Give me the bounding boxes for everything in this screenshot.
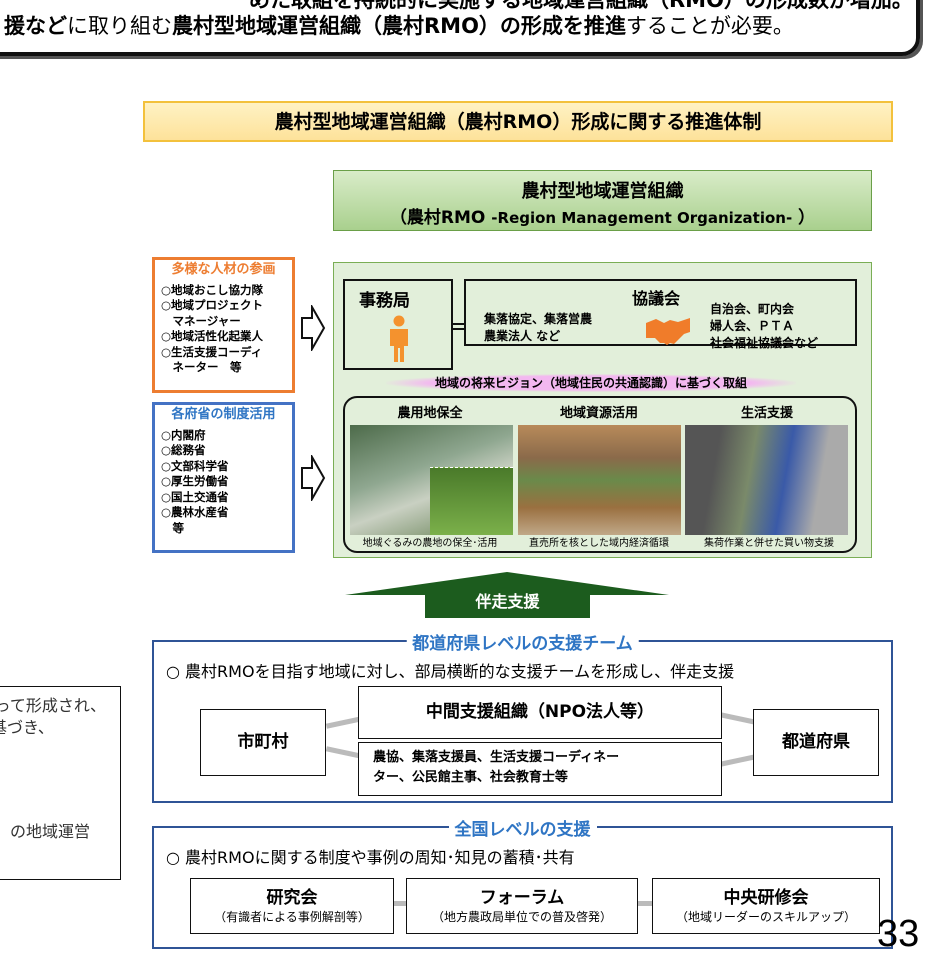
link-equals: [453, 323, 465, 330]
list-item: ○生活支援コーディ: [161, 344, 263, 359]
list-item: ○地域おこし協力隊: [161, 282, 264, 297]
ministries-box: 各府省の制度活用 ○内閣府 ○総務省 ○文部科学省 ○厚生労働省 ○国土交通省 …: [152, 402, 295, 553]
list-item: マネージャー: [161, 313, 241, 328]
council-label: 協議会: [632, 289, 681, 308]
list-item: 等: [161, 520, 184, 535]
terraced-fields-photo: [350, 425, 513, 535]
vision-banner: 地域の将来ビジョン（地域住民の共通認識）に基づく取組: [386, 374, 796, 392]
national-support-desc: ○ 農村RMOに関する制度や事例の周知･知見の蓄積･共有: [166, 848, 575, 867]
activity-title: 地域資源活用: [559, 406, 638, 421]
delivery-support-photo: [685, 425, 848, 535]
activity-caption: 直売所を核とした域内経済循環: [529, 538, 669, 549]
national-support-title: 全国レベルの支援: [448, 815, 597, 840]
field-work-photo: [430, 467, 513, 535]
farm-stand-photo: [518, 425, 681, 535]
list-item: ネーター 等: [161, 360, 242, 374]
talent-box: 多様な人材の参画 ○地域おこし協力隊 ○地域プロジェクト マネージャー ○地域活…: [152, 257, 295, 393]
activities-box: 農用地保全 地域資源活用 生活支援 地域ぐるみの農地の保全･活用 直売所を核とし…: [343, 396, 857, 553]
office-label: 事務局: [359, 291, 410, 311]
central-training-box: 中央研修会（地域リーダーのスキルアップ）: [652, 878, 880, 934]
rmo-subtitle: （農村RMO -Region Management Organization- …: [389, 208, 816, 228]
page-title: 農村型地域運営組織（農村RMO）形成に関する推進体制: [143, 101, 893, 142]
prefecture-support-title: 都道府県レベルの支援チーム: [406, 629, 639, 654]
list-item: ○国土交通省: [161, 489, 229, 504]
handshake-icon: [646, 318, 690, 345]
right-arrow-icon: [301, 455, 326, 501]
prefecture-box: 都道府県: [753, 709, 879, 776]
callout-line-2: 援などに取り組む農村型地域運営組織（農村RMO）の形成を推進することが必要。: [4, 14, 794, 38]
list-item: ○地域プロジェクト: [161, 298, 264, 312]
list-item: ○農林水産省: [161, 505, 229, 519]
intermediary-box: 中間支援組織（NPO法人等）: [358, 686, 722, 739]
list-item: ○総務省: [161, 443, 206, 457]
ministries-heading: 各府省の制度活用: [171, 407, 276, 422]
list-item: ○地域活性化起業人: [161, 329, 264, 343]
municipality-box: 市町村: [200, 709, 326, 776]
council-left-members: 集落協定、集落営農農業法人 など: [484, 312, 593, 343]
list-item: ○厚生労働省: [161, 474, 229, 488]
prefecture-support-box: 都道府県レベルの支援チーム ○ 農村RMOを目指す地域に対し、部局横断的な支援チ…: [152, 629, 893, 803]
list-item: ○文部科学省: [161, 458, 229, 473]
talent-heading: 多様な人材の参画: [171, 262, 276, 277]
up-arrow-icon: [345, 572, 669, 618]
members-box: 農協、集落支援員、生活支援コーディネーター、公民館主事、社会教育士等: [358, 742, 722, 796]
callout-line-1: めた取組を持続的に実施する地域運営組織（RMO）の形成数が増加。: [249, 0, 913, 12]
activity-caption: 集荷作業と併せた買い物支援: [704, 538, 834, 549]
side-note-line: 基づき、: [0, 718, 54, 737]
activity-title: 生活支援: [740, 406, 793, 421]
summary-callout: めた取組を持続的に実施する地域運営組織（RMO）の形成数が増加。 援などに取り組…: [0, 0, 920, 56]
national-support-box: 全国レベルの支援 ○ 農村RMOに関する制度や事例の周知･知見の蓄積･共有 研究…: [152, 815, 893, 949]
side-note-line: の地域運営: [9, 822, 90, 841]
list-item: ○内閣府: [161, 427, 206, 442]
activity-title: 農用地保全: [397, 406, 463, 421]
rmo-header: 農村型地域運営組織 （農村RMO -Region Management Orga…: [333, 170, 872, 231]
prefecture-support-desc: ○ 農村RMOを目指す地域に対し、部局横断的な支援チームを形成し、伴走支援: [166, 662, 735, 681]
forum-box: フォーラム（地方農政局単位での普及啓発）: [406, 878, 638, 934]
page-number: 33: [877, 913, 920, 955]
person-icon: [390, 315, 408, 362]
rmo-title: 農村型地域運営組織: [521, 181, 684, 202]
support-arrow-label: 伴走支援: [475, 592, 540, 611]
activity-caption: 地域ぐるみの農地の保全･活用: [362, 538, 498, 549]
side-note-box: って形成され、 基づき、 の地域運営: [0, 686, 121, 880]
study-group-box: 研究会（有識者による事例解剖等）: [190, 878, 394, 934]
right-arrow-icon: [301, 305, 326, 351]
office-box: 事務局: [343, 279, 453, 370]
side-note-line: って形成され、: [0, 696, 106, 715]
